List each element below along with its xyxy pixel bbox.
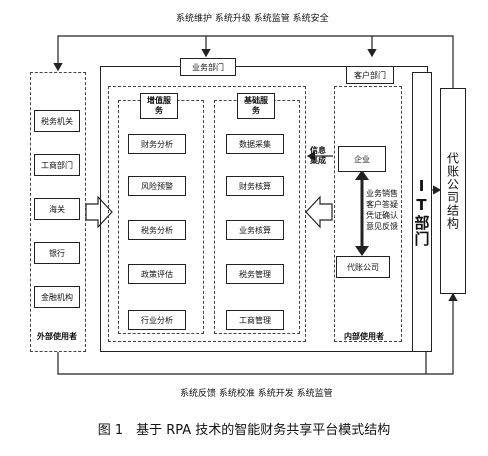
it-dept-label: IT部门 bbox=[412, 177, 431, 247]
feedback-list: 业务销售 客户答疑 凭证确认 意见反馈 bbox=[366, 188, 398, 232]
service-data-collection: 数据采集 bbox=[226, 134, 284, 154]
top-feedback-line bbox=[53, 35, 454, 88]
service-tax-management: 税务管理 bbox=[226, 264, 284, 284]
agent-structure-box: 代账公司结构 bbox=[440, 88, 466, 294]
feedback-item: 客户答疑 bbox=[366, 200, 398, 209]
service-commerce-management: 工商管理 bbox=[226, 310, 284, 330]
service-industry-analysis: 行业分析 bbox=[128, 310, 186, 330]
external-users-panel bbox=[30, 72, 86, 352]
agent-company-box: 代账公司 bbox=[336, 256, 390, 278]
service-financial-analysis: 财务分析 bbox=[128, 134, 186, 154]
feedback-item: 凭证确认 bbox=[366, 211, 398, 220]
external-users-title: 外部使用者 bbox=[37, 332, 77, 341]
enterprise-box: 企业 bbox=[338, 146, 386, 172]
external-user-customs: 海关 bbox=[34, 198, 80, 220]
service-risk-warning: 风险预警 bbox=[128, 176, 186, 196]
hollow-arrow-client-to-business bbox=[305, 195, 333, 229]
service-financial-accounting: 财务核算 bbox=[226, 176, 284, 196]
top-maintenance-label: 系统维护 系统升级 系统监管 系统安全 bbox=[176, 14, 329, 24]
it-dept-bar: IT部门 bbox=[412, 72, 432, 352]
figure-caption: 图 1 基于 RPA 技术的智能财务共享平台模式结构 bbox=[97, 423, 391, 438]
value-added-services-title: 增值服务 bbox=[140, 93, 178, 119]
service-policy-evaluation: 政策评估 bbox=[128, 264, 186, 284]
feedback-item: 业务销售 bbox=[366, 189, 398, 198]
basic-services-title: 基础服务 bbox=[237, 93, 275, 119]
bottom-feedback-line bbox=[57, 292, 458, 375]
client-dept-panel bbox=[334, 86, 402, 342]
service-tax-analysis: 税务分析 bbox=[128, 220, 186, 240]
external-user-commerce-dept: 工商部门 bbox=[34, 154, 80, 176]
agent-structure-label: 代账公司结构 bbox=[445, 152, 460, 230]
feedback-item: 意见反馈 bbox=[366, 222, 398, 231]
external-user-bank: 银行 bbox=[34, 242, 80, 264]
business-dept-panel bbox=[108, 86, 306, 342]
service-business-accounting: 业务核算 bbox=[226, 220, 284, 240]
external-user-tax-authority: 税务机关 bbox=[34, 110, 80, 132]
hollow-arrow-external-to-business bbox=[85, 195, 113, 229]
external-user-financial-institution: 金融机构 bbox=[34, 286, 80, 308]
info-integration-label: 信息集成 bbox=[310, 146, 326, 165]
business-dept-title: 业务部门 bbox=[180, 58, 236, 76]
client-dept-title: 客户部门 bbox=[346, 66, 394, 84]
internal-users-title: 内部使用者 bbox=[344, 332, 384, 341]
bottom-feedback-label: 系统反馈 系统校准 系统开发 系统监管 bbox=[180, 389, 333, 399]
